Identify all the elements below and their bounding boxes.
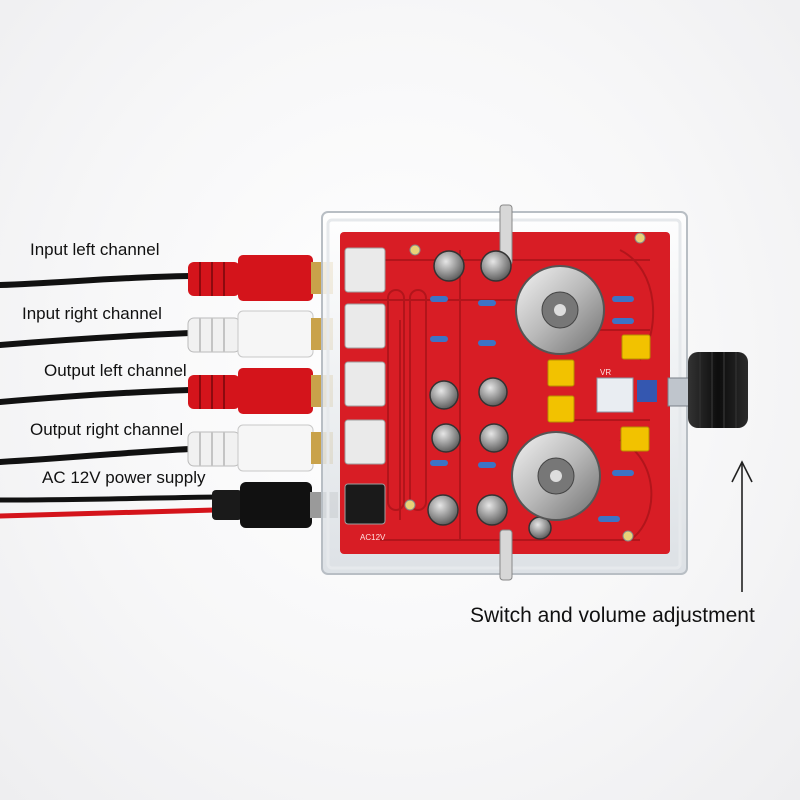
rca-plug-output-right xyxy=(187,424,333,472)
voltage-mark: AC12V xyxy=(360,533,386,542)
label-input-left: Input left channel xyxy=(30,240,160,259)
regulator-mark: VR xyxy=(600,368,611,377)
capacitors xyxy=(427,250,552,540)
dc-power-plug xyxy=(212,482,338,528)
label-switch-volume: Switch and volume adjustment xyxy=(470,604,755,627)
mounting-posts xyxy=(404,204,646,581)
vacuum-tube-top xyxy=(515,265,605,355)
volume-knob xyxy=(667,352,748,428)
film-capacitors xyxy=(547,334,651,452)
resistors xyxy=(430,296,634,522)
label-output-right: Output right channel xyxy=(30,420,184,439)
label-input-right: Input right channel xyxy=(22,304,162,323)
rca-plug-output-left xyxy=(188,368,333,414)
vacuum-tube-bottom xyxy=(511,431,601,521)
rca-jacks xyxy=(344,247,386,525)
rca-plug-input-left xyxy=(188,255,333,301)
label-power-supply: AC 12V power supply xyxy=(42,468,206,487)
arrow-up-icon xyxy=(731,460,753,592)
label-output-left: Output left channel xyxy=(44,361,187,380)
regulator xyxy=(596,377,657,413)
rca-plug-input-right xyxy=(187,310,333,358)
cables xyxy=(0,273,218,519)
